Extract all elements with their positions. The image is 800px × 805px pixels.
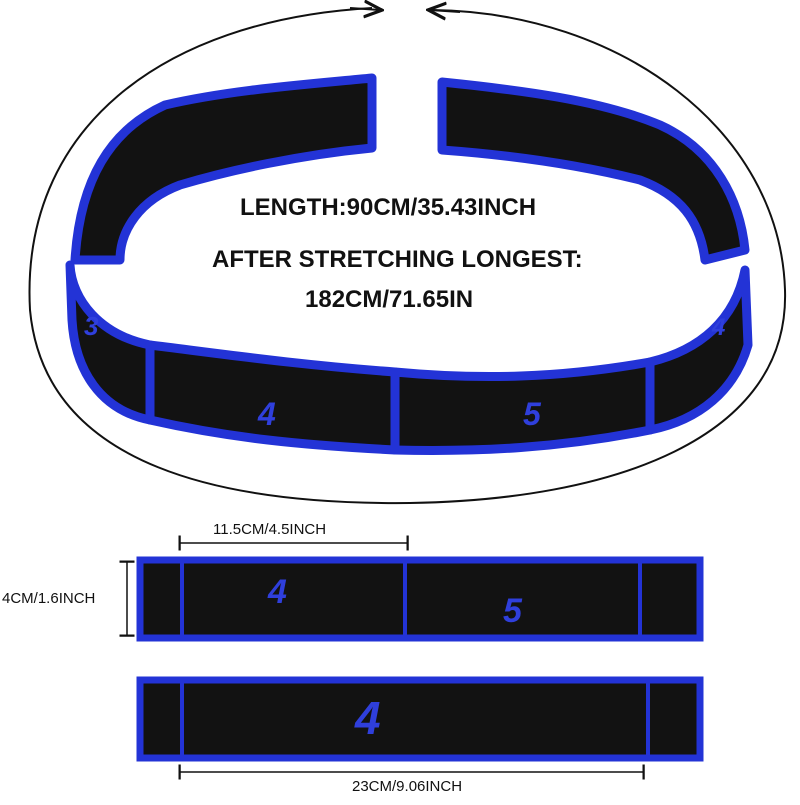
length-label: LENGTH:90CM/35.43INCH (240, 194, 537, 221)
circumference-outline (28, 7, 787, 505)
stretch-label-line-1: AFTER STRETCHING LONGEST: (212, 246, 583, 273)
detail-band-2: 4 (136, 676, 704, 762)
stretch-label-line-2: 182CM/71.65IN (305, 286, 474, 313)
height-label: 4CM/1.6INCH (2, 590, 96, 607)
segment-width-label: 11.5CM/4.5INCH (213, 521, 327, 538)
detail-band-1: 4 5 (136, 556, 704, 642)
outline-arrow-right (430, 10, 461, 12)
looped-band: 3 4 5 4 (65, 73, 753, 455)
segment-number-4-partial: 4 (711, 314, 725, 341)
segment-number-5: 5 (523, 396, 542, 432)
outline-arrow-left (349, 8, 380, 10)
length-dimension-label: 23CM/9.06INCH (352, 778, 463, 795)
segment-number-3: 3 (84, 311, 99, 341)
segment-number-4: 4 (257, 396, 276, 432)
detail-band-1-number-4: 4 (267, 573, 287, 611)
detail-band-1-number-5: 5 (503, 592, 523, 630)
detail-band-2-number-4: 4 (354, 692, 381, 744)
